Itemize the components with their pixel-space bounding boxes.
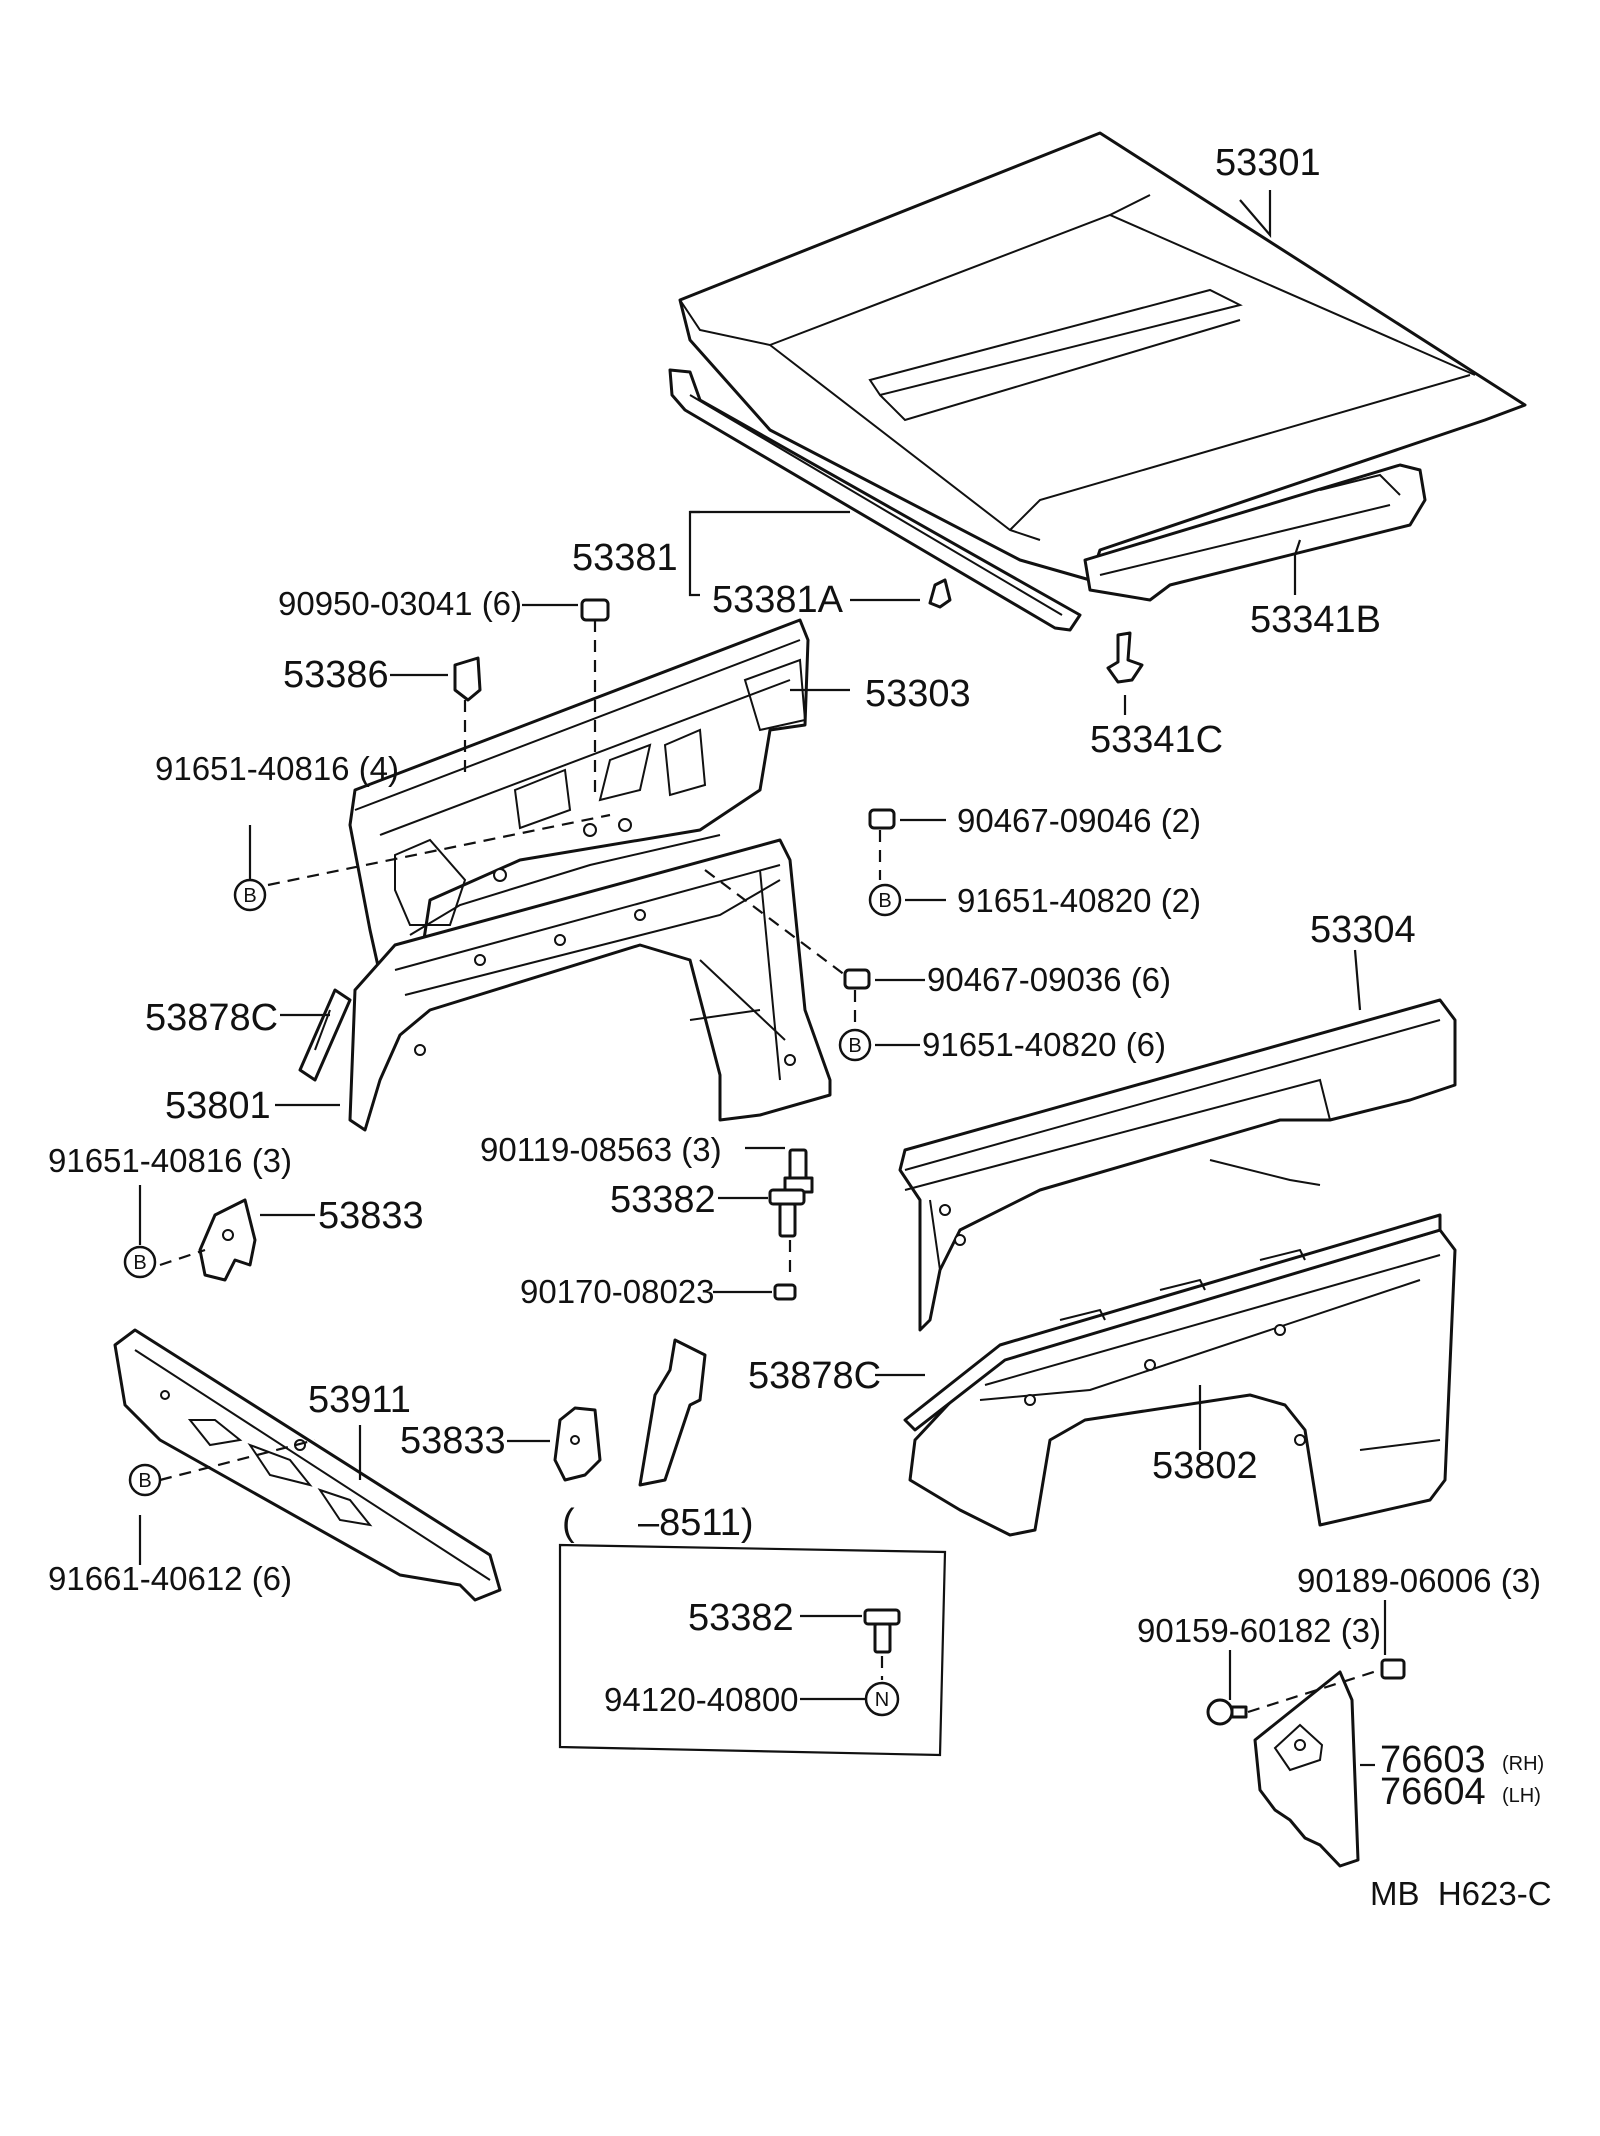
label-53386: 53386 bbox=[283, 654, 389, 696]
label-76604-side: (LH) bbox=[1502, 1785, 1541, 1807]
label-91661-40612: 91661-40612 (6) bbox=[48, 1560, 292, 1597]
label-53833-middle: 53833 bbox=[400, 1420, 506, 1462]
label-53381a: 53381A bbox=[712, 579, 844, 621]
bolt-53382-inset[interactable] bbox=[863, 1608, 901, 1654]
svg-text:B: B bbox=[243, 885, 256, 907]
footer-code: MB H623-C bbox=[1370, 1875, 1552, 1912]
screw-90159-60182[interactable] bbox=[1206, 1698, 1248, 1726]
marker-b-3: B bbox=[838, 1028, 872, 1062]
direction-arrow bbox=[638, 1338, 707, 1487]
label-53303: 53303 bbox=[865, 673, 971, 715]
clip-53381a[interactable] bbox=[928, 578, 952, 609]
mudflap-76603-76604[interactable] bbox=[1253, 1670, 1360, 1868]
label-53802: 53802 bbox=[1152, 1445, 1258, 1487]
label-91651-40820-6: 91651-40820 (6) bbox=[922, 1026, 1166, 1063]
hood-seal-53381[interactable] bbox=[668, 368, 1082, 632]
label-53878c-right: 53878C bbox=[748, 1355, 881, 1397]
label-53382-inset: 53382 bbox=[688, 1597, 794, 1639]
label-91651-40820-2: 91651-40820 (2) bbox=[957, 882, 1201, 919]
label-53833-left: 53833 bbox=[318, 1195, 424, 1237]
label-91651-40816-4: 91651-40816 (4) bbox=[155, 750, 399, 787]
radiator-support-53911[interactable] bbox=[113, 1328, 502, 1602]
fender-apron-53801[interactable] bbox=[348, 838, 832, 1132]
label-53341c: 53341C bbox=[1090, 719, 1223, 761]
label-90119-08563: 90119-08563 (3) bbox=[480, 1131, 722, 1168]
bracket-53833-left[interactable] bbox=[198, 1198, 257, 1282]
label-53301: 53301 bbox=[1215, 142, 1321, 184]
label-53341b: 53341B bbox=[1250, 599, 1381, 641]
leader-lines bbox=[138, 190, 1387, 1767]
marker-b-1: B bbox=[233, 878, 267, 912]
svg-text:B: B bbox=[138, 1470, 151, 1492]
inset-box bbox=[558, 1543, 947, 1757]
label-94120-40800: 94120-40800 bbox=[604, 1681, 799, 1718]
dashed-lines bbox=[159, 620, 1381, 1714]
bolt-53382-upper[interactable] bbox=[768, 1188, 806, 1238]
svg-text:B: B bbox=[133, 1252, 146, 1274]
label-53304: 53304 bbox=[1310, 909, 1416, 951]
label-91651-40816-3: 91651-40816 (3) bbox=[48, 1142, 292, 1179]
label-90189-06006: 90189-06006 (3) bbox=[1297, 1562, 1541, 1599]
bolt-90119-08563[interactable] bbox=[783, 1148, 814, 1194]
label-90467-09036: 90467-09036 (6) bbox=[927, 961, 1171, 998]
label-76603-side: (RH) bbox=[1502, 1753, 1544, 1775]
marker-b-4: B bbox=[123, 1245, 157, 1279]
label-76603: 76603 bbox=[1380, 1739, 1486, 1781]
stopper-53386[interactable] bbox=[453, 656, 482, 702]
nut-90170-08023[interactable] bbox=[773, 1283, 797, 1301]
nut-90950-03041[interactable] bbox=[580, 598, 610, 622]
label-53911: 53911 bbox=[308, 1379, 411, 1421]
label-8511: ( –8511) bbox=[562, 1502, 754, 1544]
fender-liner-53802[interactable] bbox=[908, 1228, 1457, 1537]
label-53878c-left: 53878C bbox=[145, 997, 278, 1039]
nut-90467-09036[interactable] bbox=[843, 968, 871, 990]
label-90159-60182: 90159-60182 (3) bbox=[1137, 1612, 1381, 1649]
bracket-53833-middle[interactable] bbox=[553, 1406, 602, 1482]
label-90467-09046: 90467-09046 (2) bbox=[957, 802, 1201, 839]
label-53381: 53381 bbox=[572, 537, 678, 579]
marker-b-2: B bbox=[868, 883, 902, 917]
nut-90467-09046[interactable] bbox=[868, 808, 896, 830]
label-53382-upper: 53382 bbox=[610, 1179, 716, 1221]
apron-seal-53878c-left[interactable] bbox=[298, 988, 352, 1082]
svg-text:B: B bbox=[848, 1035, 861, 1057]
label-90170-08023: 90170-08023 bbox=[520, 1273, 715, 1310]
hood-insulator-53341b[interactable] bbox=[1083, 463, 1427, 602]
label-90950-03041: 90950-03041 (6) bbox=[278, 585, 522, 622]
marker-n: N bbox=[864, 1681, 900, 1717]
svg-text:N: N bbox=[875, 1689, 889, 1711]
nut-90189-06006[interactable] bbox=[1380, 1658, 1406, 1680]
svg-text:B: B bbox=[878, 890, 891, 912]
liner-seal-53878c-right[interactable] bbox=[903, 1213, 1442, 1432]
marker-b-5: B bbox=[128, 1463, 162, 1497]
front-fender-53304[interactable] bbox=[898, 998, 1457, 1332]
label-53801: 53801 bbox=[165, 1085, 271, 1127]
label-76604: 76604 bbox=[1380, 1771, 1486, 1813]
clip-53341c[interactable] bbox=[1106, 631, 1144, 684]
